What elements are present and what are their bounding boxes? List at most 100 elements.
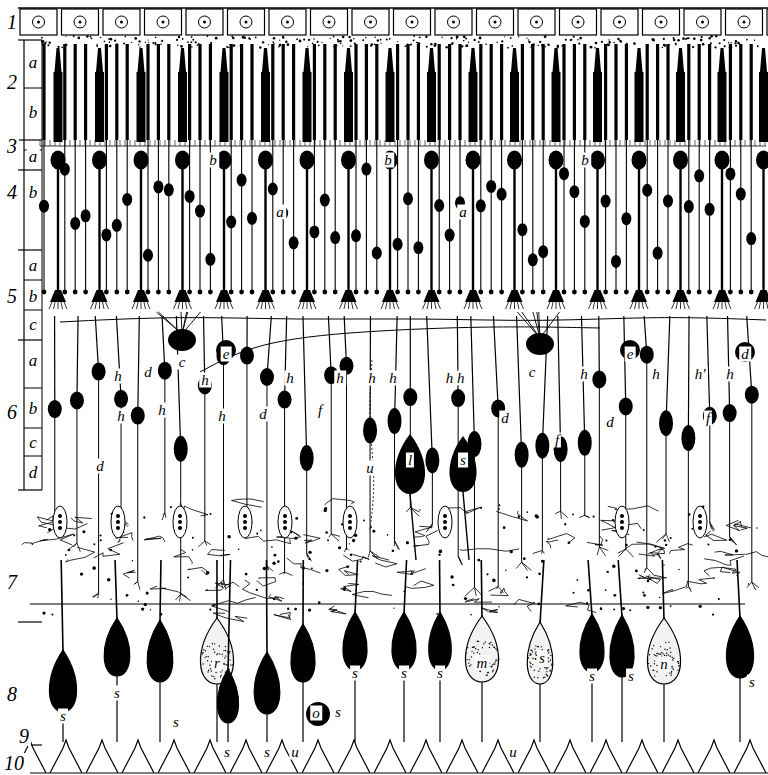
limiting-membrane-tick	[430, 140, 431, 146]
stipple-dot	[544, 676, 545, 677]
rod-outer-segment	[74, 44, 77, 140]
stipple-dot	[665, 642, 666, 643]
limiting-membrane-tick	[495, 140, 496, 146]
pigment-granule	[724, 45, 726, 47]
pigment-granule	[308, 39, 310, 41]
pedicle-foot	[431, 302, 432, 309]
stipple-dot	[207, 660, 208, 661]
limiting-membrane-tick	[60, 140, 61, 146]
stipple-dot	[673, 658, 674, 659]
cell-label: d	[604, 415, 616, 430]
limiting-membrane-tick	[715, 140, 716, 146]
rod-outer-segment	[698, 44, 701, 140]
stipple-dot	[496, 660, 497, 661]
plexiform-varicosity	[93, 567, 96, 570]
limiting-membrane-tick	[180, 140, 181, 146]
pigment-cell	[726, 9, 763, 35]
rod-nucleus	[226, 215, 236, 228]
rod-nucleus	[725, 167, 735, 180]
pigment-granule	[191, 36, 193, 38]
pigment-granule	[496, 41, 498, 43]
stipple-dot	[477, 652, 478, 653]
pigment-nucleus	[33, 16, 45, 28]
plexiform-varicosity	[663, 564, 664, 565]
rod-nucleus	[497, 188, 507, 201]
limiting-membrane-tick	[535, 140, 536, 146]
limiting-membrane-tick	[145, 140, 146, 146]
pedicle-foot	[589, 302, 592, 309]
pigment-granule	[663, 38, 665, 40]
rod-fiber	[491, 140, 492, 290]
limiting-membrane-tick	[315, 140, 316, 146]
pigment-granule	[682, 37, 685, 40]
rod-spherule	[749, 290, 754, 295]
limiting-membrane-tick	[375, 140, 376, 146]
bipolar-axon	[246, 356, 247, 517]
muller-foot	[338, 740, 370, 773]
cell-label: u	[507, 745, 519, 760]
plexiform-varicosity	[643, 529, 645, 531]
bipolar-axon	[560, 449, 561, 511]
pigment-granule	[231, 35, 233, 37]
cone-inner-segment	[54, 72, 63, 142]
limiting-membrane-tick	[100, 140, 101, 146]
rod-spherule	[156, 290, 161, 295]
limiting-membrane-tick	[50, 140, 51, 146]
limiting-membrane-tick	[280, 140, 281, 146]
cell-label: s	[350, 666, 360, 681]
axon-terminal	[542, 551, 544, 554]
pigment-granule	[206, 35, 208, 37]
scale-bracket	[23, 40, 24, 490]
axon-terminal	[368, 551, 370, 558]
limiting-membrane-tick	[205, 140, 206, 146]
plexiform-varicosity	[406, 541, 409, 544]
amacrine-process	[410, 494, 416, 560]
cone-inner-segment	[676, 72, 685, 142]
pigment-granule	[693, 38, 695, 40]
pigment-granule	[363, 40, 365, 42]
pedicle-foot	[189, 302, 192, 309]
rod-nucleus	[476, 199, 486, 212]
pigment-granule	[419, 36, 421, 38]
stipple-dot	[668, 641, 669, 642]
cell-label: h	[650, 367, 662, 382]
cone-pedicle	[299, 290, 315, 302]
loop-granule	[178, 514, 182, 518]
cell-label: s	[435, 666, 445, 681]
pigment-granule	[463, 40, 465, 42]
rod-nucleus	[164, 183, 174, 196]
plexiform-fiber	[720, 567, 737, 573]
plexiform-varicosity	[464, 597, 467, 600]
rod-outer-segment	[479, 44, 482, 140]
plexiform-fiber	[587, 536, 603, 546]
plexiform-varicosity	[646, 606, 649, 609]
pigment-nucleus	[448, 16, 460, 28]
limiting-membrane-tick	[235, 140, 236, 146]
axon-terminal	[344, 548, 346, 552]
cell-label: h	[578, 367, 590, 382]
plexiform-varicosity	[605, 539, 607, 541]
plexiform-fiber	[208, 550, 231, 556]
pigment-granule	[279, 40, 280, 41]
stipple-dot	[489, 666, 490, 667]
stipple-dot	[225, 664, 226, 665]
axon-terminal	[644, 568, 646, 571]
rod-spherule	[125, 290, 130, 295]
pedicle-foot	[393, 302, 395, 309]
stipple-dot	[492, 671, 493, 672]
plexiform-fiber	[465, 599, 492, 602]
sublayer-letter: c	[27, 434, 39, 451]
plexiform-fiber	[687, 578, 715, 584]
cone-outer-segment	[262, 48, 269, 72]
pigment-granule	[451, 38, 453, 40]
limiting-membrane-tick	[590, 140, 591, 146]
axon-terminal	[307, 553, 312, 561]
pigment-granule	[195, 41, 197, 43]
loop-granule	[620, 520, 624, 524]
plexiform-varicosity	[600, 607, 603, 610]
stipple-dot	[538, 671, 539, 672]
pigment-granule	[114, 40, 116, 42]
stipple-dot	[477, 641, 478, 642]
bipolar-dendrite	[176, 316, 180, 449]
plexiform-fiber	[150, 586, 187, 597]
